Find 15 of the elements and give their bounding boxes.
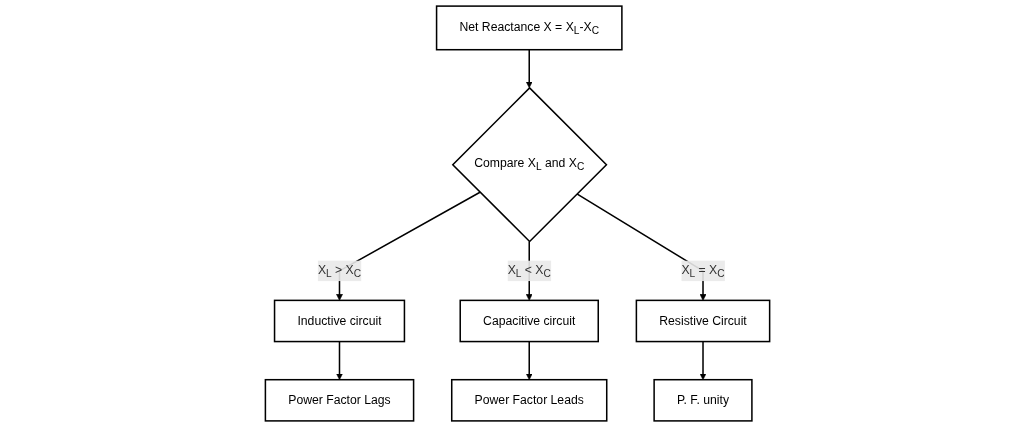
- edge-label: X$_{L}$ < X$_{C}$: [507, 262, 551, 280]
- arrow: [525, 48, 533, 89]
- arrow: [699, 340, 707, 380]
- node-box: Power Factor Leads: [450, 378, 608, 422]
- edge-label: X$_{L}$ > X$_{C}$: [317, 262, 362, 280]
- node-diamond: Compare X$_{L}$ and X$_{C}$: [451, 86, 608, 243]
- arrow: [525, 340, 533, 380]
- node-box: Capacitive circuit: [459, 299, 599, 343]
- node-box: Inductive circuit: [273, 299, 406, 343]
- node-box: Net Reactance X = X$_{L}$-X$_{C}$: [435, 5, 623, 51]
- edge-label: X$_{L}$ = X$_{C}$: [681, 262, 725, 280]
- node-box: Power Factor Lags: [264, 378, 415, 422]
- node-box: Resistive Circuit: [635, 299, 771, 343]
- arrow: [336, 340, 343, 380]
- node-box: P. F. unity: [653, 378, 753, 422]
